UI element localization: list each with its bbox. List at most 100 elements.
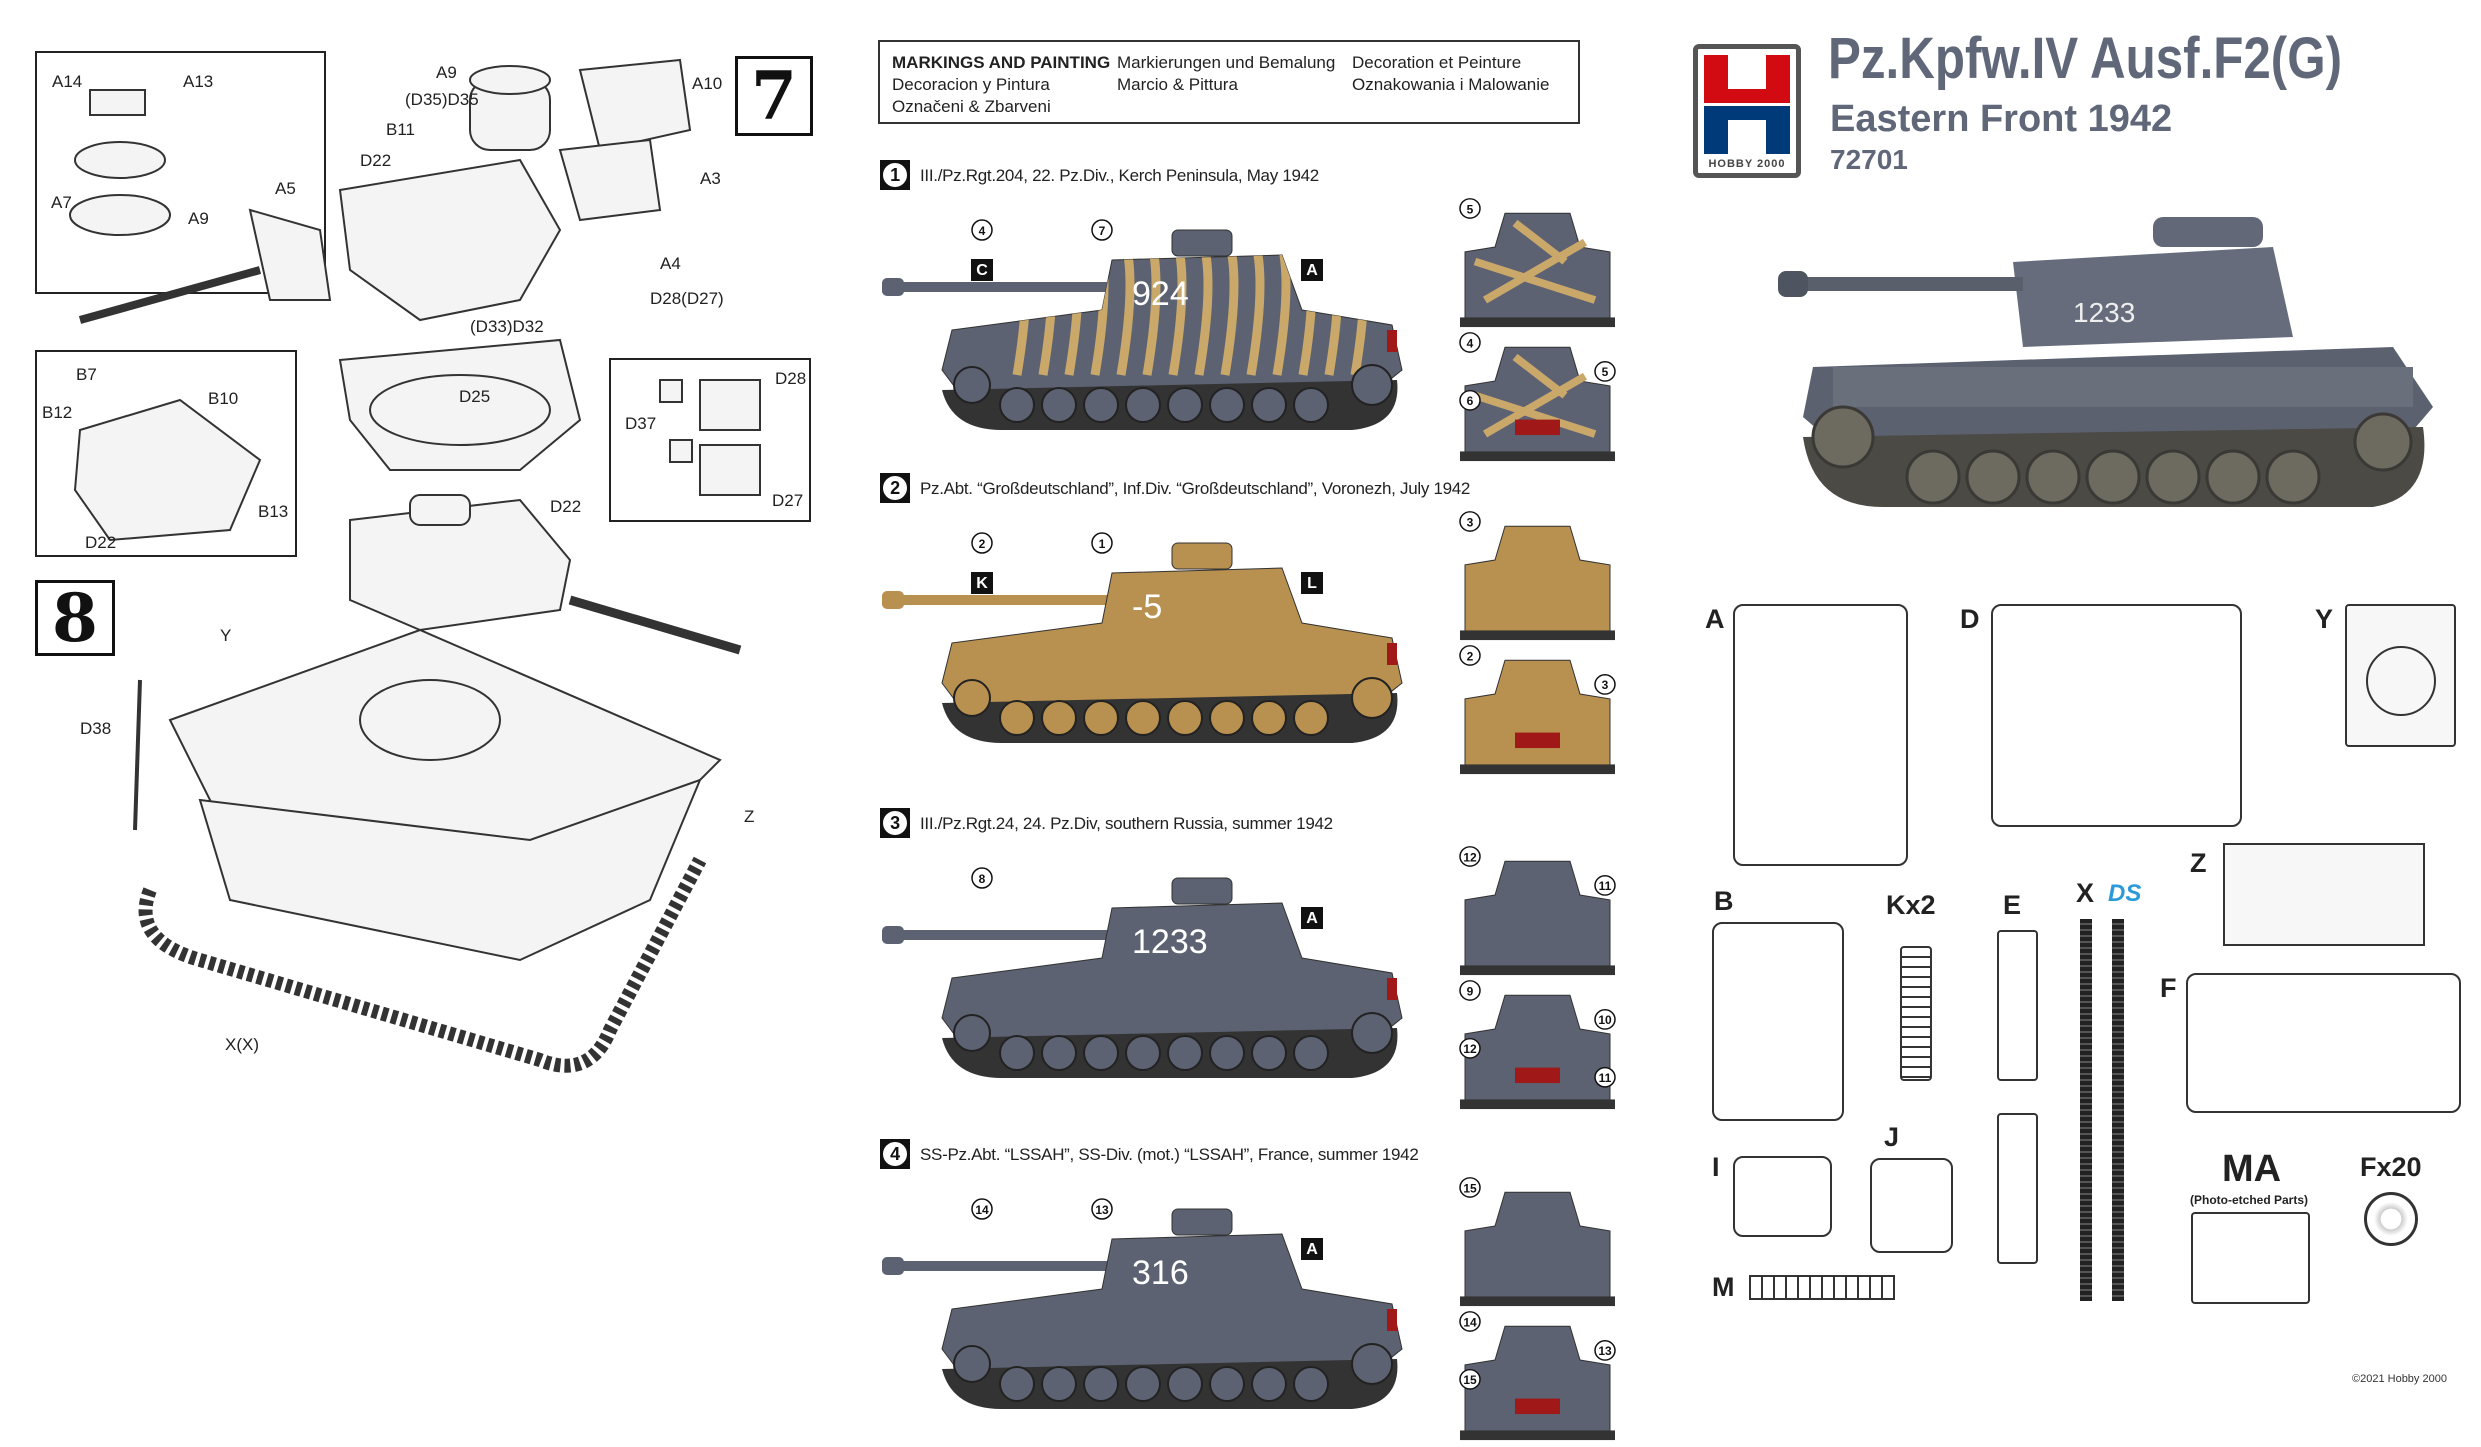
decal-callout: 14 (971, 1198, 993, 1220)
marking-letter: A (1301, 1238, 1323, 1260)
kit-title: Pz.Kpfw.IV Ausf.F2(G) (1828, 26, 2342, 91)
decal-callout: 13 (1091, 1198, 1113, 1220)
part-label: D25 (459, 387, 491, 406)
painted-model-photo: 1233 (1778, 217, 2433, 507)
decal-callout: 3 (1594, 674, 1616, 695)
part-label: Z (744, 807, 755, 826)
sprue-B[interactable] (1712, 922, 1844, 1121)
ds-tracks-logo: DS (2108, 880, 2142, 907)
decal-callout: 12 (1459, 846, 1481, 867)
part-label: D22 (85, 533, 117, 552)
sprue-F[interactable] (2186, 973, 2461, 1113)
sprue-E-label: E (2003, 890, 2022, 920)
photo-etch-MA[interactable] (2191, 1212, 2310, 1304)
tank-number: -5 (1132, 588, 1162, 626)
copyright: ©2021 Hobby 2000 (2352, 1373, 2447, 1385)
decal-callout: 11 (1594, 1066, 1616, 1088)
front-view: 456 (1459, 332, 1616, 462)
part-label: D22 (550, 497, 582, 516)
decal-callout: 1 (1091, 532, 1113, 554)
svg-text:1: 1 (1099, 537, 1106, 551)
sprue-Kx2-label: Kx2 (1886, 890, 1936, 920)
decal-callout: 3 (1459, 511, 1481, 532)
part-label: B13 (258, 502, 289, 521)
decal-callout: 4 (971, 219, 993, 241)
svg-text:3: 3 (1602, 679, 1609, 692)
decal-callout: 7 (1091, 219, 1113, 241)
decal-callout: 9 (1459, 980, 1481, 1001)
svg-text:14: 14 (975, 1203, 989, 1217)
decal-callout: 2 (971, 532, 993, 554)
svg-text:11: 11 (1599, 880, 1612, 893)
kit-subtitle: Eastern Front 1942 (1830, 98, 2173, 140)
sprue-J[interactable] (1870, 1158, 1953, 1253)
svg-text:7: 7 (1099, 224, 1106, 238)
track-link-left[interactable] (2080, 919, 2092, 1301)
sprue-D[interactable] (1991, 604, 2242, 827)
markings-heading-pl: Oznakowania i Malowanie (1352, 75, 1550, 94)
svg-text:12: 12 (1463, 851, 1477, 864)
photo-etch-note: (Photo-etched Parts) (2190, 1193, 2309, 1207)
svg-text:A: A (1306, 1241, 1318, 1258)
assembly-drawing (69, 58, 761, 1073)
part-Z-lower-hull[interactable] (2223, 843, 2425, 946)
part-Y-hull[interactable] (2345, 604, 2456, 747)
svg-text:10: 10 (1598, 1014, 1612, 1027)
track-link-right[interactable] (2112, 919, 2124, 1301)
tank-number: 1233 (1132, 923, 1208, 961)
part-label: (D35)D35 (405, 90, 479, 109)
part-label: B10 (208, 389, 239, 408)
marking-letter: K (971, 572, 993, 594)
markings-heading-fr: Decoration et Peinture (1352, 53, 1522, 72)
scheme-number-badge: 3 (880, 808, 910, 838)
sprue-M-label: M (1712, 1272, 1735, 1302)
decal-callout: 2 (1459, 645, 1481, 666)
step-7-number: 7 (735, 56, 813, 136)
sprue-I[interactable] (1733, 1156, 1832, 1237)
rear-view: 3 (1459, 511, 1615, 641)
svg-text:4: 4 (1467, 337, 1474, 350)
markings-heading-it: Marcio & Pittura (1117, 75, 1238, 94)
svg-text:13: 13 (1095, 1203, 1109, 1217)
sprue-E-bottom[interactable] (1997, 1113, 2038, 1264)
rear-view: 5 (1459, 198, 1615, 328)
sprue-K[interactable] (1900, 946, 1932, 1081)
svg-text:8: 8 (979, 872, 986, 886)
svg-text:12: 12 (1463, 1043, 1477, 1056)
decal-callout: 10 (1594, 1009, 1616, 1030)
sprue-D-label: D (1960, 604, 1980, 634)
svg-text:4: 4 (979, 224, 986, 238)
svg-text:2: 2 (979, 537, 986, 551)
markings-heading-en: MARKINGS AND PAINTING (892, 53, 1111, 72)
decal-callout: 15 (1459, 1177, 1481, 1198)
decal-callout: 14 (1459, 1311, 1481, 1332)
front-view: 14 13 15 (1459, 1311, 1616, 1441)
sprue-E-top[interactable] (1997, 930, 2038, 1081)
decal-callout: 13 (1594, 1340, 1616, 1361)
sprue-A[interactable] (1733, 604, 1908, 866)
markings-header-box: MARKINGS AND PAINTING Markierungen und B… (878, 40, 1580, 124)
marking-letter: C (971, 259, 993, 281)
tank-number: 316 (1132, 1254, 1189, 1292)
svg-text:15: 15 (1463, 1374, 1477, 1387)
scheme-caption-text: III./Pz.Rgt.24, 24. Pz.Div, southern Rus… (920, 813, 1333, 833)
front-view: 23 (1459, 645, 1616, 775)
part-label: D27 (772, 491, 804, 510)
part-label: A14 (52, 72, 83, 91)
scheme-caption-text: III./Pz.Rgt.204, 22. Pz.Div., Kerch Peni… (920, 165, 1319, 185)
scheme-number: 3 (883, 811, 907, 835)
part-F-wheel[interactable] (2364, 1192, 2418, 1246)
svg-text:14: 14 (1463, 1316, 1477, 1329)
scheme-caption: 3 III./Pz.Rgt.24, 24. Pz.Div, southern Ru… (880, 808, 1333, 838)
part-label: A3 (700, 169, 721, 188)
side-profile-view: 1233 8A (882, 867, 1403, 1078)
sprue-M[interactable] (1749, 1275, 1895, 1300)
step-8-number: 8 (35, 579, 115, 657)
hobby2000-logo: HOBBY 2000 (1693, 44, 1801, 178)
sprue-J-label: J (1884, 1122, 1900, 1152)
photo-tank-number: 1233 (2073, 297, 2135, 328)
part-label: B11 (386, 120, 415, 139)
